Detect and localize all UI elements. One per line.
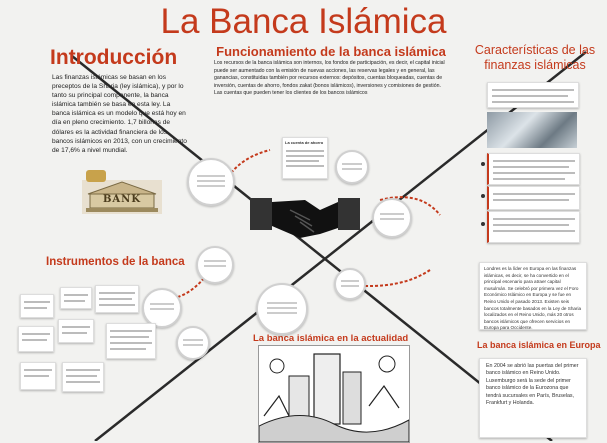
bank-sign-label: BANK (102, 194, 142, 205)
circle-note-top-left (187, 158, 235, 206)
instrument-card-3 (20, 294, 54, 318)
bullet-dot (481, 222, 485, 226)
caracteristica-card-2 (487, 153, 580, 185)
circle-note-middle-right (372, 198, 412, 238)
note-card-title: La cuenta de ahorro (285, 140, 324, 145)
caracteristica-card-1 (487, 82, 579, 108)
note-card-ahorro: La cuenta de ahorro (282, 137, 328, 179)
bullet-dot (481, 194, 485, 198)
coin-stack-icon (86, 170, 106, 182)
bank-sign-image: BANK (82, 170, 162, 214)
circle-note-top-right (335, 150, 369, 184)
instrumentos-heading: Instrumentos de la banca (46, 256, 185, 268)
instrument-card-1 (95, 285, 139, 313)
instrument-card-6 (18, 326, 54, 352)
caracteristica-card-3 (487, 186, 580, 210)
intro-heading: Introducción (50, 46, 178, 69)
page-title: La Banca Islámica (160, 2, 447, 41)
instrument-card-5 (58, 319, 94, 343)
coins-image (487, 112, 577, 148)
funcionamiento-heading: Funcionamiento de la banca islámica (216, 44, 446, 59)
caracteristica-card-4 (487, 211, 580, 243)
europa-heading: La banca islámica en Europa (477, 340, 601, 350)
instrument-card-2 (60, 287, 92, 309)
intro-text: Las finanzas islámicas se basan en los p… (52, 74, 187, 154)
circle-note-bottom-right (334, 268, 366, 300)
caracteristicas-heading: Características de las finanzas islámica… (474, 43, 596, 72)
handshake-icon (250, 198, 360, 238)
cartoon-image (258, 345, 410, 443)
europa-card-2: En 2004 se abrió las puertas del primer … (479, 358, 587, 438)
europa-card-1-text: Londres es la líder en Europa en las fin… (484, 266, 582, 331)
bullet-dot (481, 162, 485, 166)
instrument-card-7 (20, 362, 56, 390)
actualidad-heading: La banca islámica en la actualidad (253, 333, 409, 344)
funcionamiento-text: Los recursos de la banca islámica son in… (214, 60, 445, 97)
instrument-card-8 (62, 362, 104, 392)
circle-note-bottom-mid (256, 283, 308, 335)
circle-note-left (142, 288, 182, 328)
europa-card-2-text: En 2004 se abrió las puertas del primer … (486, 363, 579, 407)
instrument-card-4 (106, 323, 156, 359)
europa-card-1: Londres es la líder en Europa en las fin… (479, 262, 587, 330)
circle-note-lower-left (176, 326, 210, 360)
circle-note-bottom-left (196, 246, 234, 284)
